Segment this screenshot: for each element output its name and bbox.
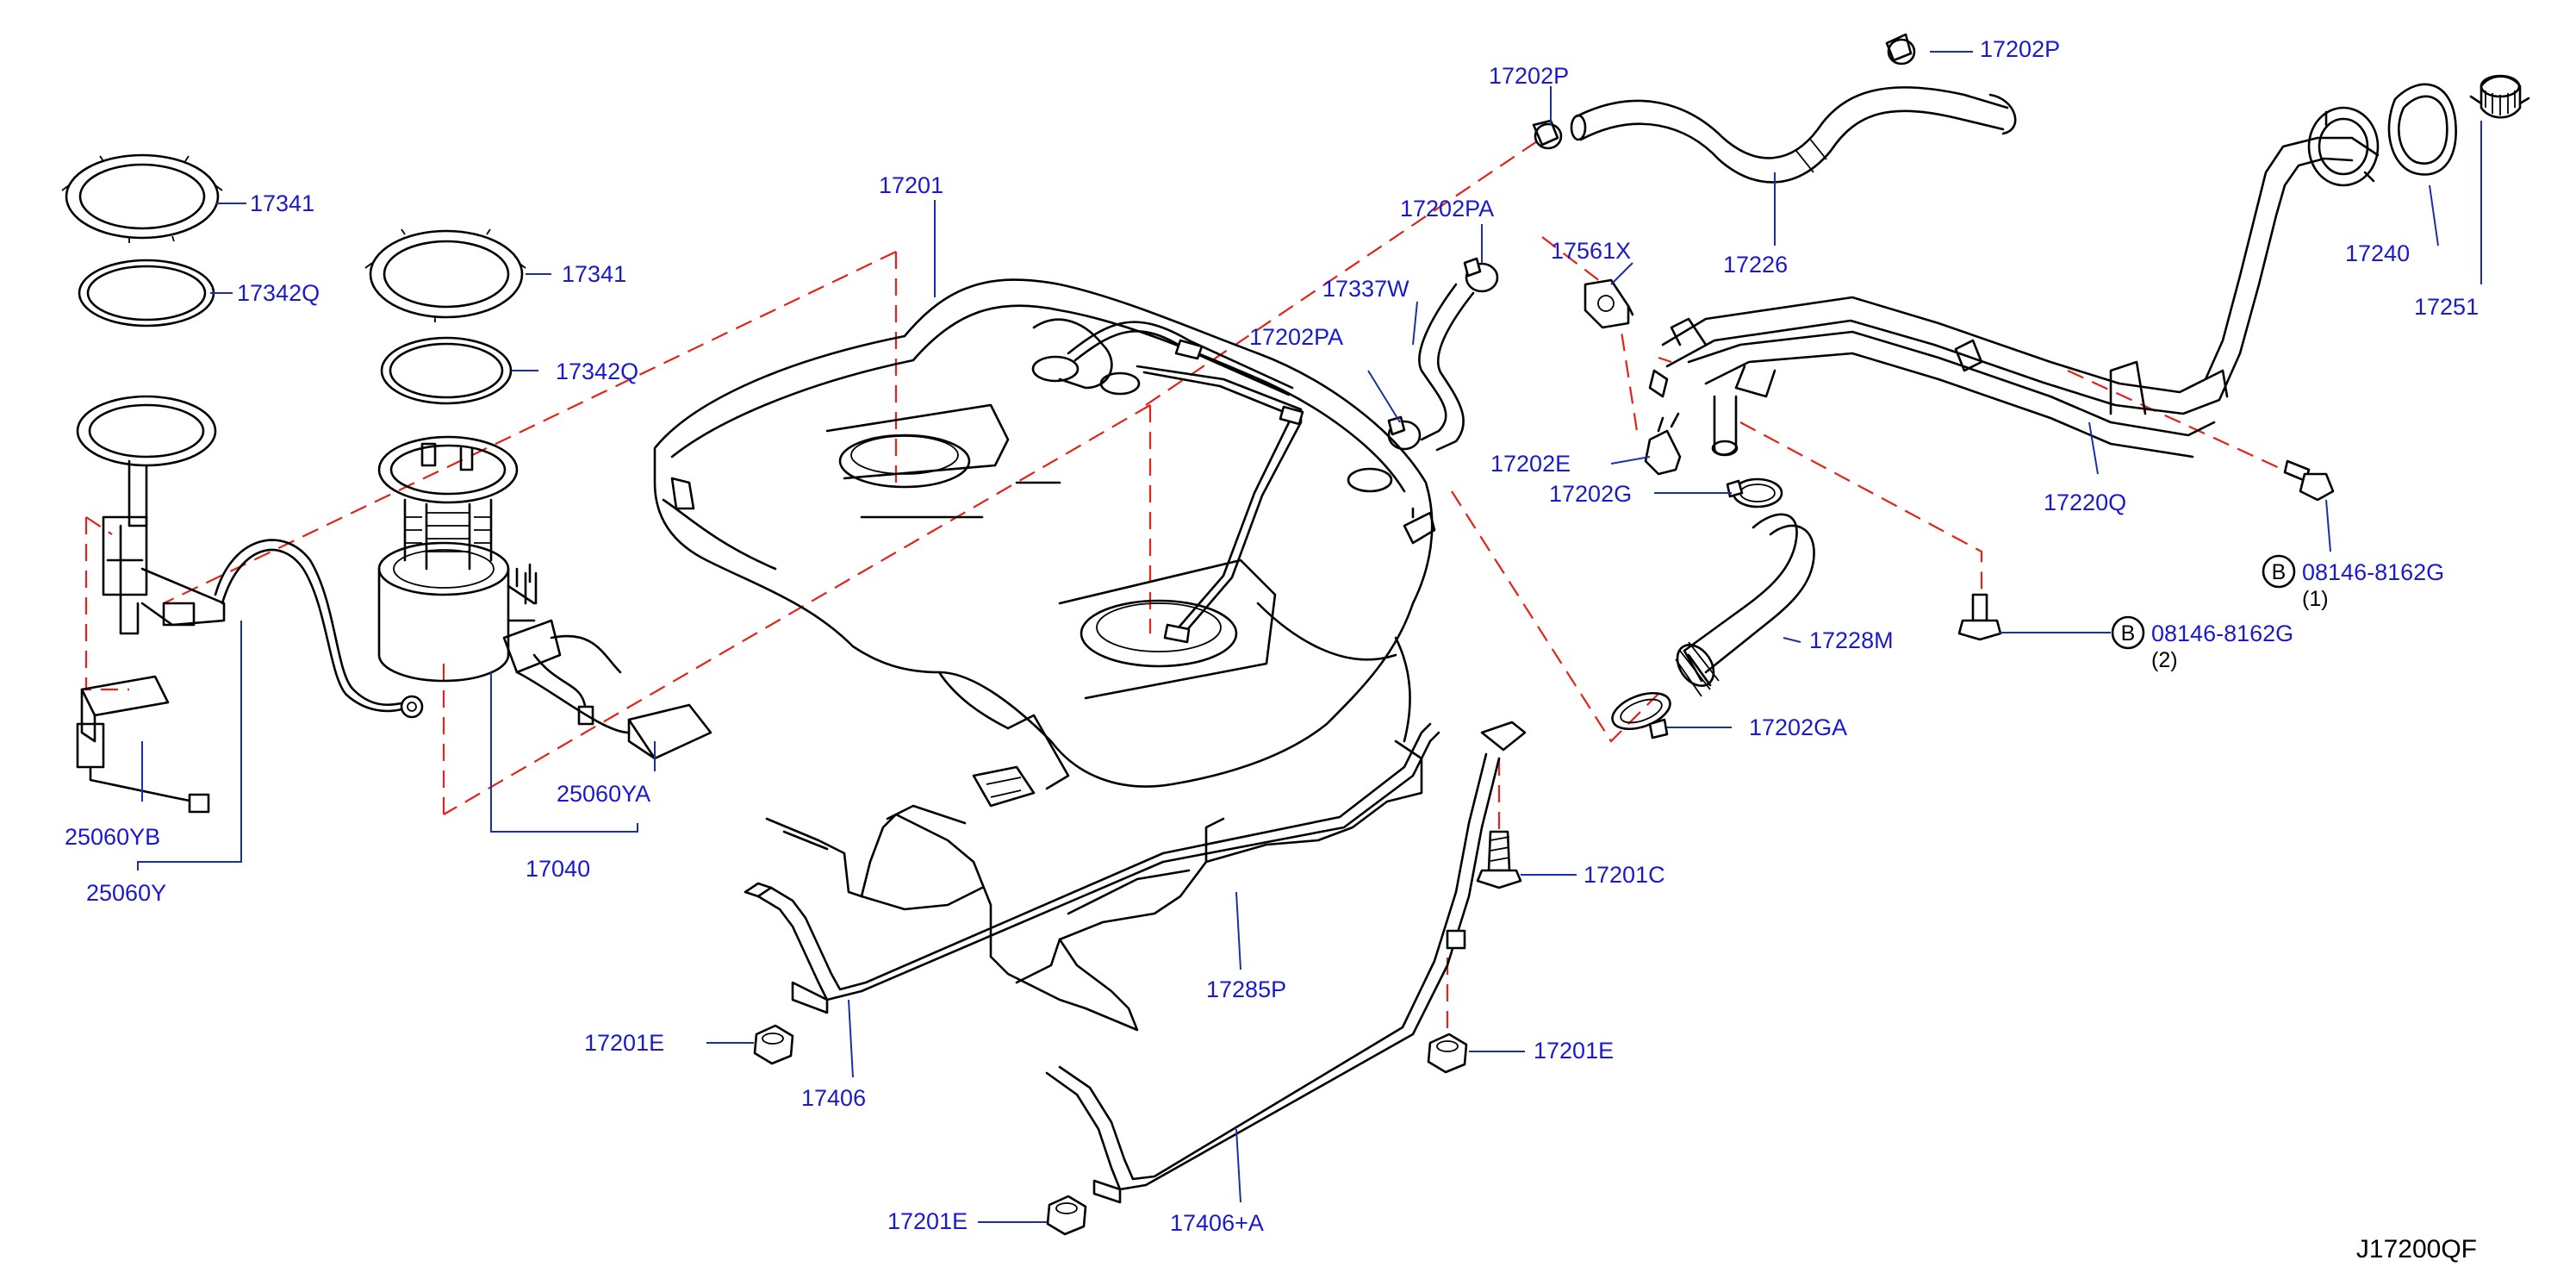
heat-shield-17285p xyxy=(765,739,1423,1032)
label-25060y: 25060Y xyxy=(86,880,166,906)
clamp-17202p-top xyxy=(1885,33,1916,66)
label-17201e-bottom: 17201E xyxy=(887,1208,968,1234)
label-17406: 17406 xyxy=(801,1085,866,1111)
filler-gasket-17240 xyxy=(2387,83,2457,176)
label-17202pa-upper: 17202PA xyxy=(1400,196,1494,221)
drawing-code: J17200QF xyxy=(2356,1235,2477,1263)
vent-hose-17226 xyxy=(1570,86,2017,184)
label-17202g: 17202G xyxy=(1549,481,1632,507)
bolt-marker-b-lower: B xyxy=(2121,621,2136,646)
clamp-17202pa-upper xyxy=(1463,257,1499,293)
label-17220q: 17220Q xyxy=(2044,490,2126,515)
lock-ring-17341-left xyxy=(61,153,223,243)
label-17341-right: 17341 xyxy=(562,261,626,287)
bolt-08146-8162g-upper xyxy=(2283,459,2335,502)
label-08146-8162g-1: 08146-8162G xyxy=(2302,559,2444,585)
label-17228m: 17228M xyxy=(1809,627,1894,653)
tank-strap-17406 xyxy=(744,722,1440,1014)
gasket-17342q-left xyxy=(78,259,215,328)
hose-17337w xyxy=(1418,283,1475,452)
bolt-marker-circles xyxy=(2111,554,2296,650)
label-17337w: 17337W xyxy=(1322,276,1409,302)
tank-strap-17406a xyxy=(1045,721,1527,1204)
leader-lines xyxy=(137,51,2482,1223)
clamp-17202ga xyxy=(1611,691,1671,739)
lock-ring-17341-right xyxy=(364,228,526,322)
grommet-17561x xyxy=(1584,278,1634,329)
label-25060ya: 25060YA xyxy=(557,781,650,807)
clamp-17202g xyxy=(1726,477,1783,508)
label-17202p-left: 17202P xyxy=(1489,63,1569,89)
label-08146-8162g-2: 08146-8162G xyxy=(2151,621,2293,646)
label-08146-qty-1: (1) xyxy=(2302,587,2329,611)
label-17201c: 17201C xyxy=(1584,862,1665,888)
label-17285p: 17285P xyxy=(1206,976,1286,1002)
label-17342q-right: 17342Q xyxy=(556,359,638,384)
label-08146-qty-2: (2) xyxy=(2151,648,2178,672)
gasket-17342q-right xyxy=(380,336,513,405)
nut-17201e-bottom xyxy=(1046,1195,1087,1236)
bolt-17201c xyxy=(1476,830,1522,889)
label-17561x: 17561X xyxy=(1551,238,1631,264)
label-17201e-left: 17201E xyxy=(584,1030,664,1056)
label-17040: 17040 xyxy=(526,856,590,882)
part-labels: 17341 17342Q 17341 17342Q 17201 17202P 1… xyxy=(65,36,2479,1236)
label-17406a: 17406+A xyxy=(1170,1210,1264,1236)
filler-tube-17220q xyxy=(1648,106,2380,459)
label-17226: 17226 xyxy=(1723,252,1788,278)
label-17202ga: 17202GA xyxy=(1749,714,1847,740)
clamp-17202pa-lower xyxy=(1387,415,1422,451)
label-17251: 17251 xyxy=(2414,294,2479,320)
label-17201: 17201 xyxy=(879,172,943,198)
bolt-marker-b-upper: B xyxy=(2272,560,2287,584)
label-17201e-right: 17201E xyxy=(1534,1038,1614,1064)
label-17202e: 17202E xyxy=(1490,451,1571,477)
fuel-level-sensor-25060yb xyxy=(76,395,424,814)
fuel-tank-17201 xyxy=(653,278,1436,790)
fuel-pump-module-17040 xyxy=(377,435,712,760)
label-17341-left: 17341 xyxy=(250,190,314,216)
label-17342q-left: 17342Q xyxy=(237,280,320,306)
label-17240: 17240 xyxy=(2345,240,2410,266)
filler-hose-17228m xyxy=(1675,513,1815,697)
clamp-17202e xyxy=(1644,412,1682,476)
label-25060yb: 25060YB xyxy=(65,824,160,850)
nut-17201e-right xyxy=(1427,1033,1468,1074)
label-17202pa-lower: 17202PA xyxy=(1249,324,1343,350)
bolt-08146-8162g-lower xyxy=(1957,593,2002,641)
label-17202p-top: 17202P xyxy=(1980,36,2060,62)
filler-cap-17251 xyxy=(2469,74,2530,119)
nut-17201e-left xyxy=(753,1024,794,1065)
clamp-17202p-left xyxy=(1532,119,1563,150)
